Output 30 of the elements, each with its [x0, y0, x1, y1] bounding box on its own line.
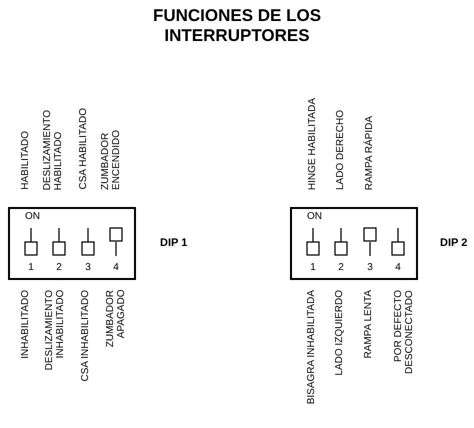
switch-function-label: INHABILITADO	[20, 290, 30, 359]
switch-number: 1	[27, 262, 35, 273]
switch-function-label: LADO DERECHO	[334, 110, 346, 190]
switch-function-label: RAMPA LENTA	[362, 290, 374, 359]
switch-function-label: DESLIZAMIENTO INHABILITADO	[44, 290, 66, 370]
switch-function-label: HINGE HABILITADA	[306, 98, 318, 190]
switch-number: 2	[55, 262, 63, 273]
switch-function-label: BISAGRA INHABILITADA	[306, 290, 316, 404]
switch-function-label: CSA HABILITADO	[78, 108, 88, 190]
switch-function-label: ZUMBADOR ENCENDIDO	[100, 130, 122, 190]
dip-switch-block	[8, 207, 136, 280]
switch-number: 3	[84, 262, 92, 273]
on-marker: ON	[25, 211, 40, 222]
switch-function-label: LADO IZQUIERDO	[334, 290, 344, 376]
switch-function-label: ZUMBADOR APAGADO	[105, 290, 127, 348]
switch-number: 1	[309, 262, 317, 273]
dip-name: DIP 1	[160, 237, 188, 249]
switch-function-label: CSA INHABILITADO	[80, 290, 90, 382]
switch-number: 2	[337, 262, 345, 273]
on-marker: ON	[307, 211, 322, 222]
switch-function-label: DESLIZAMIENTO HABILITADO	[42, 110, 64, 190]
switch-function-label: RAMPA RÁPIDA	[364, 116, 374, 190]
diagram-title: FUNCIONES DE LOS INTERRUPTORES	[152, 6, 322, 46]
switch-function-label: HABILITADO	[20, 131, 30, 190]
dip-name: DIP 2	[440, 237, 468, 249]
dip-switch-block	[290, 207, 418, 280]
switch-number: 3	[366, 262, 374, 273]
switch-number: 4	[112, 262, 120, 273]
switch-function-label: POR DEFECTO DESCONECTADO	[392, 290, 414, 376]
switch-number: 4	[394, 262, 402, 273]
